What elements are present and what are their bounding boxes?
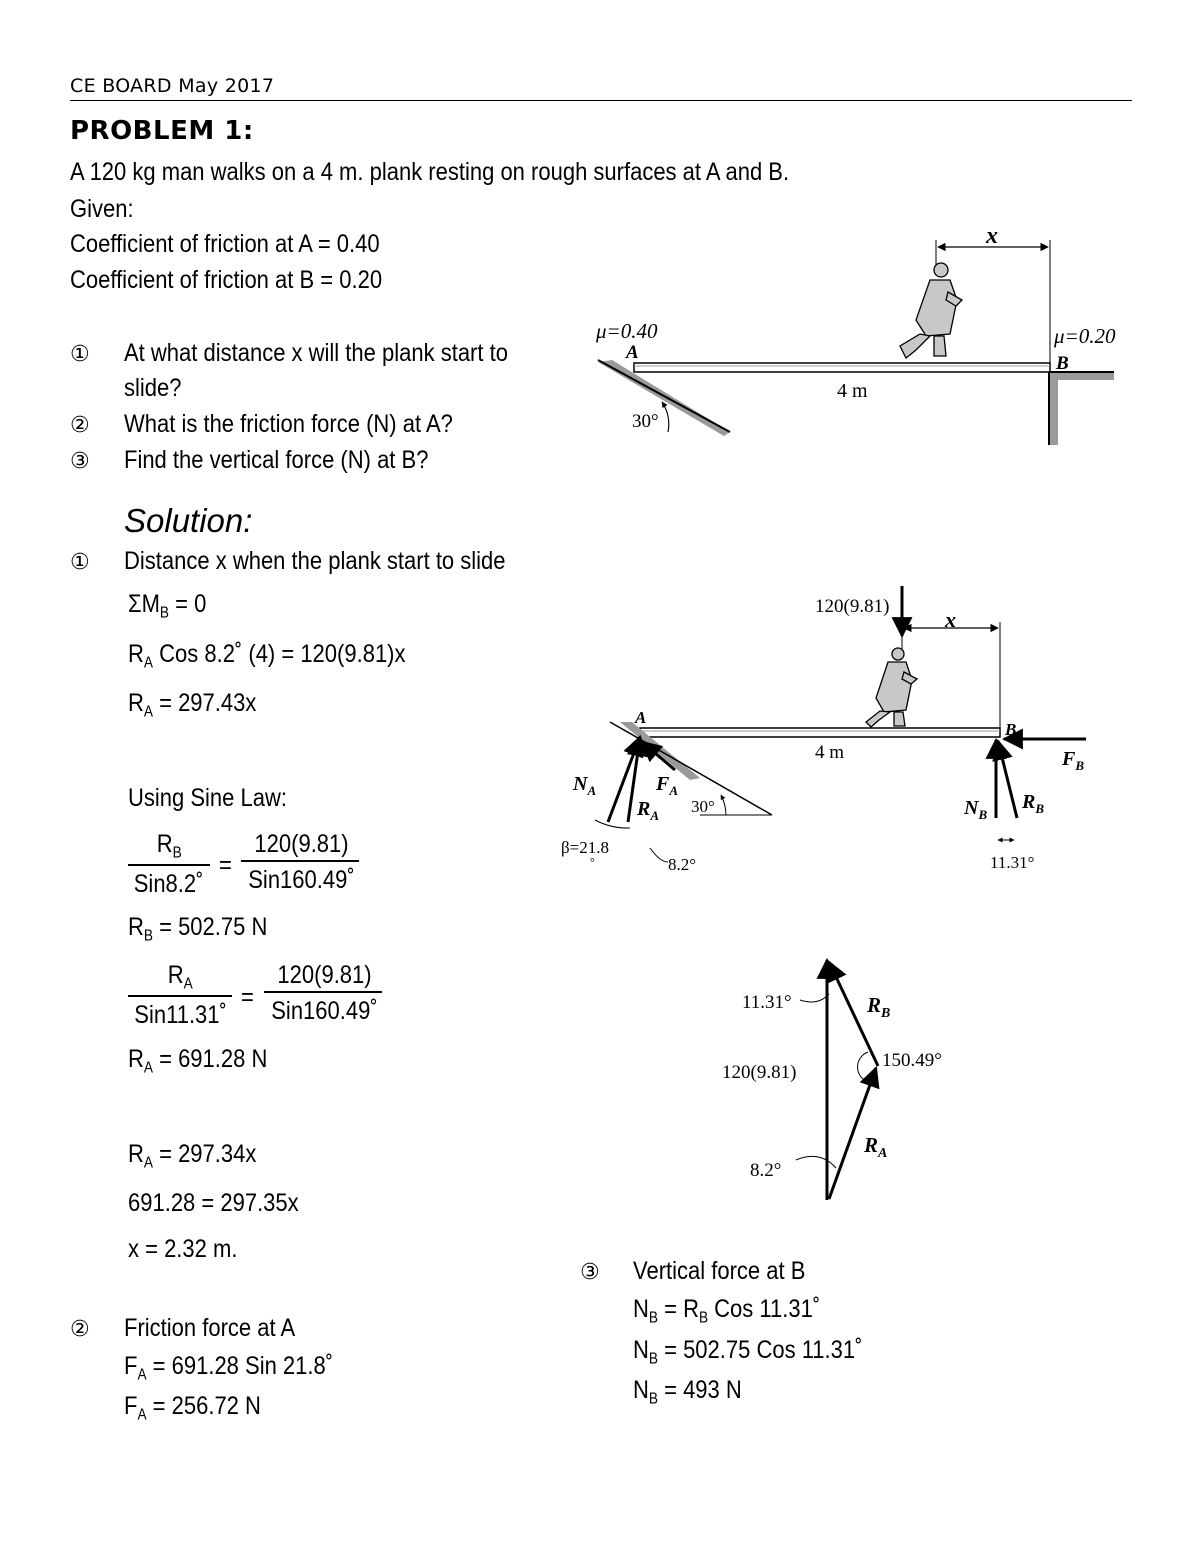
figure-3: 11.31° RB 150.49° 120(9.81) RA 8.2° [722, 957, 942, 1200]
fbd-man-icon [865, 647, 919, 728]
given-mu-a: Coefficient of friction at A = 0.40 [70, 230, 380, 258]
sine-law-fraction-rb-right: 120(9.81) Sin160.49˚ [241, 832, 362, 893]
rb-result: RB = 502.75 N [128, 913, 268, 945]
figure-2: 120(9.81) x A B 4 m 30° NA FA RA β=21.8 … [561, 586, 1086, 874]
triangle-angle-mid: 150.49° [882, 1050, 942, 1071]
part-3-title: Vertical force at B [633, 1257, 806, 1285]
fb-label: FB [1061, 748, 1084, 773]
question-1-text: At what distance x will the plank start … [124, 339, 508, 367]
question-3-number: ③ [70, 449, 90, 474]
problem-title: PROBLEM 1: [70, 116, 254, 146]
sine-law-fraction-ra-left: RA Sin11.31˚ [128, 963, 233, 1028]
ra-moment-equation: RA Cos 8.2˚ (4) = 120(9.81)x [128, 640, 406, 672]
beta-degree: ° [590, 855, 595, 869]
triangle-weight-label: 120(9.81) [722, 1062, 796, 1083]
moment-equation: ΣMB = 0 [128, 590, 207, 622]
part-2-title: Friction force at A [124, 1314, 296, 1342]
question-3-text: Find the vertical force (N) at B? [124, 446, 429, 474]
question-2-number: ② [70, 413, 90, 438]
incline-angle-label: 30° [632, 411, 659, 432]
part-2-number: ② [70, 1317, 90, 1342]
man-icon [899, 262, 964, 360]
weight-label: 120(9.81) [815, 596, 889, 617]
ra-vector [827, 1066, 880, 1200]
x-result: x = 2.32 m. [128, 1235, 238, 1263]
sine-law-fraction-ra-right: 120(9.81) Sin160.49˚ [264, 963, 385, 1024]
sine-law-equals-1: = [219, 851, 232, 879]
mu-b-label: μ=0.20 [1053, 324, 1116, 348]
part-3-number: ③ [580, 1260, 600, 1285]
ra-in-x: RA = 297.43x [128, 689, 257, 721]
na-label: NA [572, 773, 596, 798]
fbd-span: 4 m [815, 742, 844, 763]
triangle-rb-label: RB [866, 993, 890, 1021]
fbd-plank [639, 727, 1001, 738]
plank [633, 362, 1051, 373]
figure-1: μ=0.40 A 30° 4 m μ=0.20 B x [595, 223, 1116, 445]
part-1-title: Distance x when the plank start to slide [124, 547, 506, 575]
ra-result: RA = 691.28 N [128, 1045, 268, 1077]
question-1-text-cont: slide? [124, 374, 182, 402]
triangle-angle-bot: 8.2° [750, 1160, 781, 1181]
fbd-angle-30: 30° [691, 797, 715, 816]
ra-arrow [626, 734, 648, 823]
rb-arrow [992, 738, 1019, 819]
problem-statement: A 120 kg man walks on a 4 m. plank resti… [70, 158, 790, 186]
fa-arrow [640, 740, 676, 772]
solution-heading: Solution: [124, 502, 253, 539]
rb-label: RB [1021, 791, 1044, 816]
fa-label: FA [655, 773, 678, 798]
given-mu-b: Coefficient of friction at B = 0.20 [70, 266, 383, 294]
dimension-x-label: x [985, 223, 998, 249]
question-2-text: What is the friction force (N) at A? [124, 410, 453, 438]
triangle-ra-label: RA [863, 1133, 887, 1161]
angle-82-label: 8.2° [668, 855, 696, 874]
sine-law-label: Using Sine Law: [128, 784, 287, 812]
nb-label: NB [963, 797, 987, 822]
rb-vector [827, 960, 880, 1067]
ledge-surface [1049, 372, 1114, 445]
angle-1131-label: 11.31° [990, 853, 1034, 872]
triangle-angle-top: 11.31° [742, 992, 792, 1013]
point-b-label: B [1055, 353, 1069, 374]
nb-substitution: NB = 502.75 Cos 11.31˚ [633, 1336, 863, 1368]
point-a-label: A [625, 342, 639, 363]
part-1-number: ① [70, 550, 90, 575]
fbd-dimension-x: x [944, 607, 956, 632]
fbd-point-a: A [634, 708, 646, 727]
span-label: 4 m [837, 380, 868, 402]
sine-law-equals-2: = [241, 983, 254, 1011]
nb-equation: NB = RB Cos 11.31˚ [633, 1295, 821, 1327]
question-1-number: ① [70, 342, 90, 367]
beta-label: β=21.8 [561, 838, 609, 857]
nb-result: NB = 493 N [633, 1376, 742, 1408]
friction-a-equation: FA = 691.28 Sin 21.8˚ [124, 1352, 334, 1384]
sine-law-fraction-rb-left: RB Sin8.2˚ [128, 832, 210, 897]
friction-a-result: FA = 256.72 N [124, 1392, 261, 1424]
substitution-equation: 691.28 = 297.35x [128, 1189, 299, 1217]
fbd-point-b: B [1004, 720, 1016, 739]
ra-restated: RA = 297.34x [128, 1140, 257, 1172]
header-rule [70, 100, 1132, 101]
ra-label: RA [636, 798, 659, 823]
source-header: CE BOARD May 2017 [70, 75, 275, 97]
mu-a-label: μ=0.40 [595, 319, 658, 343]
given-label: Given: [70, 195, 134, 223]
